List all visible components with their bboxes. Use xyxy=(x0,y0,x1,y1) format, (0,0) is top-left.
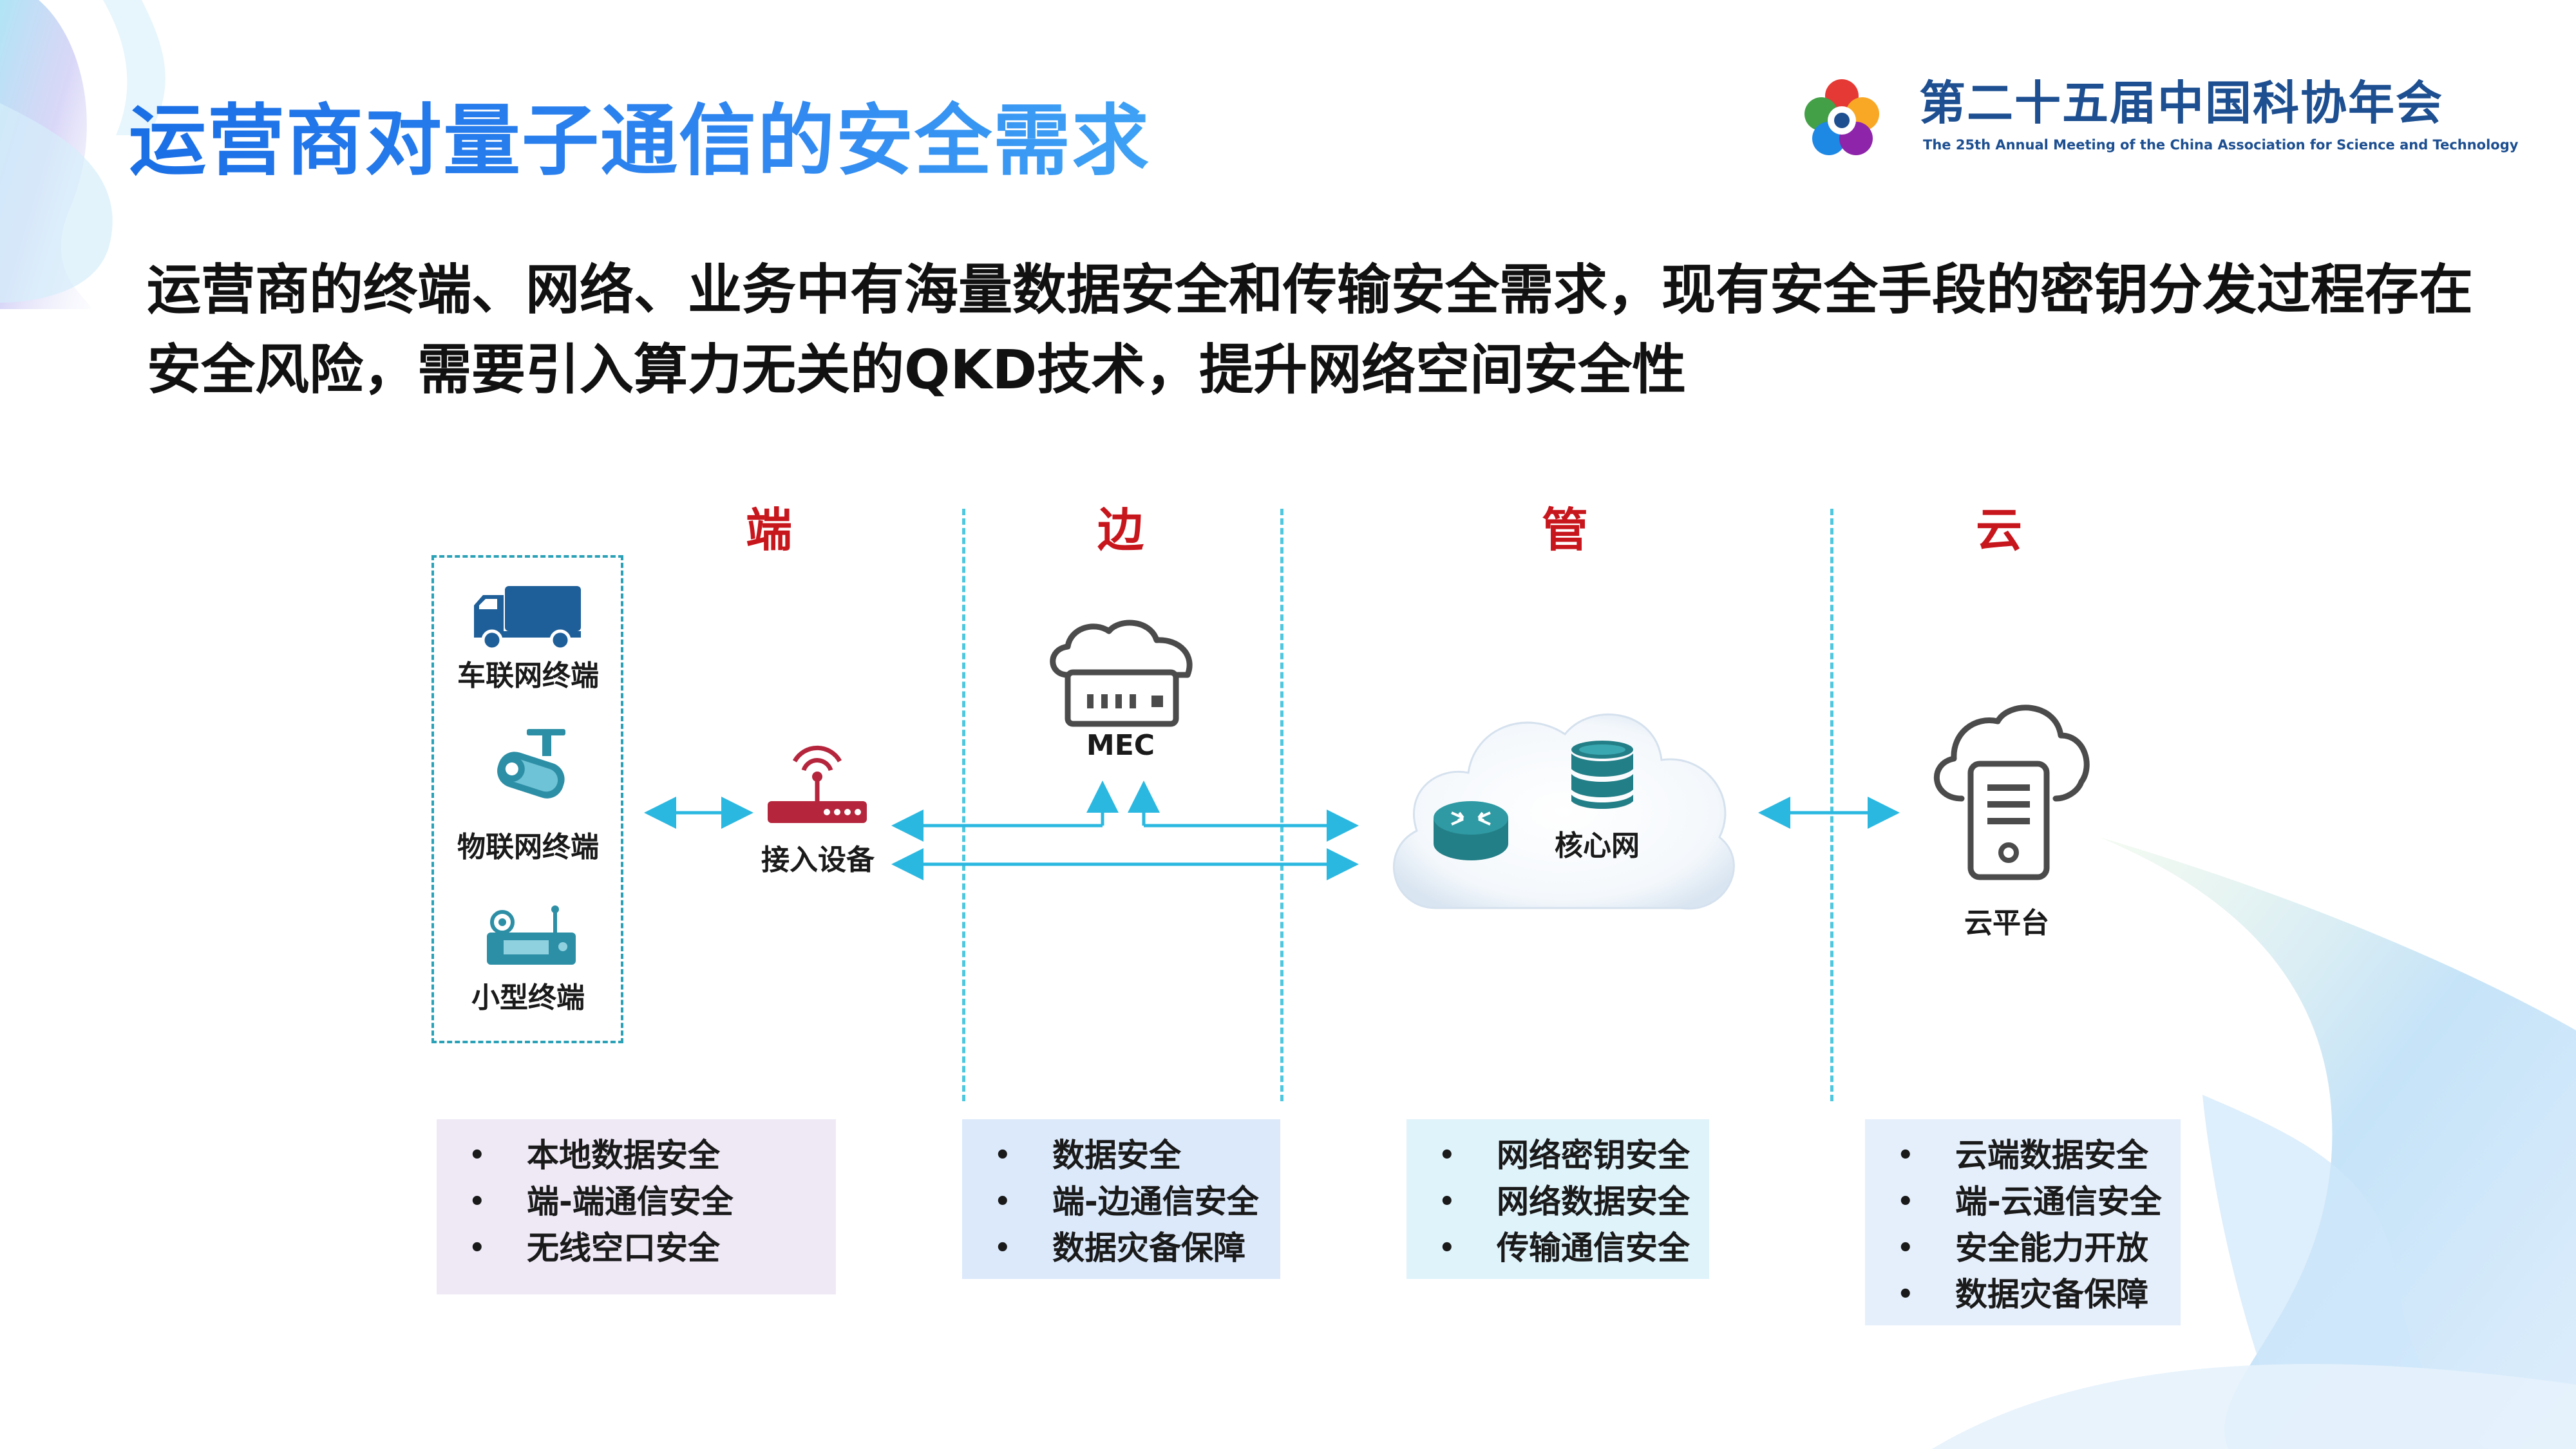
intro-paragraph: 运营商的终端、网络、业务中有海量数据安全和传输安全需求，现有安全手段的密钥分发过… xyxy=(147,250,2478,410)
conference-logo: 第二十五届中国科协年会 The 25th Annual Meeting of t… xyxy=(1797,71,2518,167)
logo-english-name: The 25th Annual Meeting of the China Ass… xyxy=(1923,137,2519,153)
switch-icon xyxy=(1434,801,1508,860)
access-device-label: 接入设备 xyxy=(761,844,875,876)
req-pipe-item: 传输通信安全 xyxy=(1419,1225,1696,1271)
requirements-edge: 数据安全 端-边通信安全 数据灾备保障 xyxy=(962,1119,1280,1279)
terminal-label-small: 小型终端 xyxy=(471,981,585,1014)
zone-label-pipe: 管 xyxy=(1541,503,1588,557)
req-terminal-item: 本地数据安全 xyxy=(450,1132,823,1179)
slide-title: 运营商对量子通信的安全需求 xyxy=(129,90,1150,193)
terminal-label-iot: 物联网终端 xyxy=(457,831,599,864)
requirements-pipe: 网络密钥安全 网络数据安全 传输通信安全 xyxy=(1406,1119,1709,1279)
req-edge-item: 数据安全 xyxy=(975,1132,1267,1179)
req-terminal-item: 端-端通信安全 xyxy=(450,1179,823,1225)
requirements-cloud: 云端数据安全 端-云通信安全 安全能力开放 数据灾备保障 xyxy=(1865,1119,2181,1325)
divider-edge-pipe xyxy=(1280,509,1283,1101)
cloud-platform-label: 云平台 xyxy=(1964,907,2049,940)
cloud-platform-icon xyxy=(1934,705,2090,880)
req-terminal-item: 无线空口安全 xyxy=(450,1225,823,1271)
req-pipe-item: 网络密钥安全 xyxy=(1419,1132,1696,1179)
mec-label: MEC xyxy=(1086,729,1155,762)
zone-label-edge: 边 xyxy=(1097,503,1144,557)
divider-terminal-edge xyxy=(962,509,965,1101)
core-network-label: 核心网 xyxy=(1555,829,1640,862)
req-edge-item: 数据灾备保障 xyxy=(975,1225,1267,1271)
database-icon xyxy=(1571,741,1633,809)
logo-chinese-name: 第二十五届中国科协年会 xyxy=(1919,76,2444,130)
requirements-terminal: 本地数据安全 端-端通信安全 无线空口安全 xyxy=(437,1119,836,1294)
terminal-group xyxy=(431,555,623,1043)
cloud-icon xyxy=(1393,714,1735,910)
req-cloud-item: 云端数据安全 xyxy=(1878,1132,2168,1179)
router-device-icon xyxy=(487,905,576,965)
req-cloud-item: 数据灾备保障 xyxy=(1878,1271,2168,1318)
truck-icon xyxy=(474,586,581,650)
terminal-label-vehicle: 车联网终端 xyxy=(457,659,599,692)
zone-label-cloud: 云 xyxy=(1975,503,2022,557)
wifi-router-icon xyxy=(768,745,867,823)
logo-emblem-icon xyxy=(1804,79,1879,155)
intro-line-1: 运营商的终端、网络、业务中有海量数据安全和传输安全需求，现有安全手段的密钥分发过… xyxy=(147,258,2474,321)
req-cloud-item: 端-云通信安全 xyxy=(1878,1179,2168,1225)
req-pipe-item: 网络数据安全 xyxy=(1419,1179,1696,1225)
req-cloud-item: 安全能力开放 xyxy=(1878,1225,2168,1271)
cloud-server-icon xyxy=(1050,620,1193,727)
intro-line-2: 安全风险，需要引入算力无关的QKD技术，提升网络空间安全性 xyxy=(147,338,1687,401)
zone-label-terminal: 端 xyxy=(745,503,792,557)
camera-icon xyxy=(497,729,565,799)
req-edge-item: 端-边通信安全 xyxy=(975,1179,1267,1225)
